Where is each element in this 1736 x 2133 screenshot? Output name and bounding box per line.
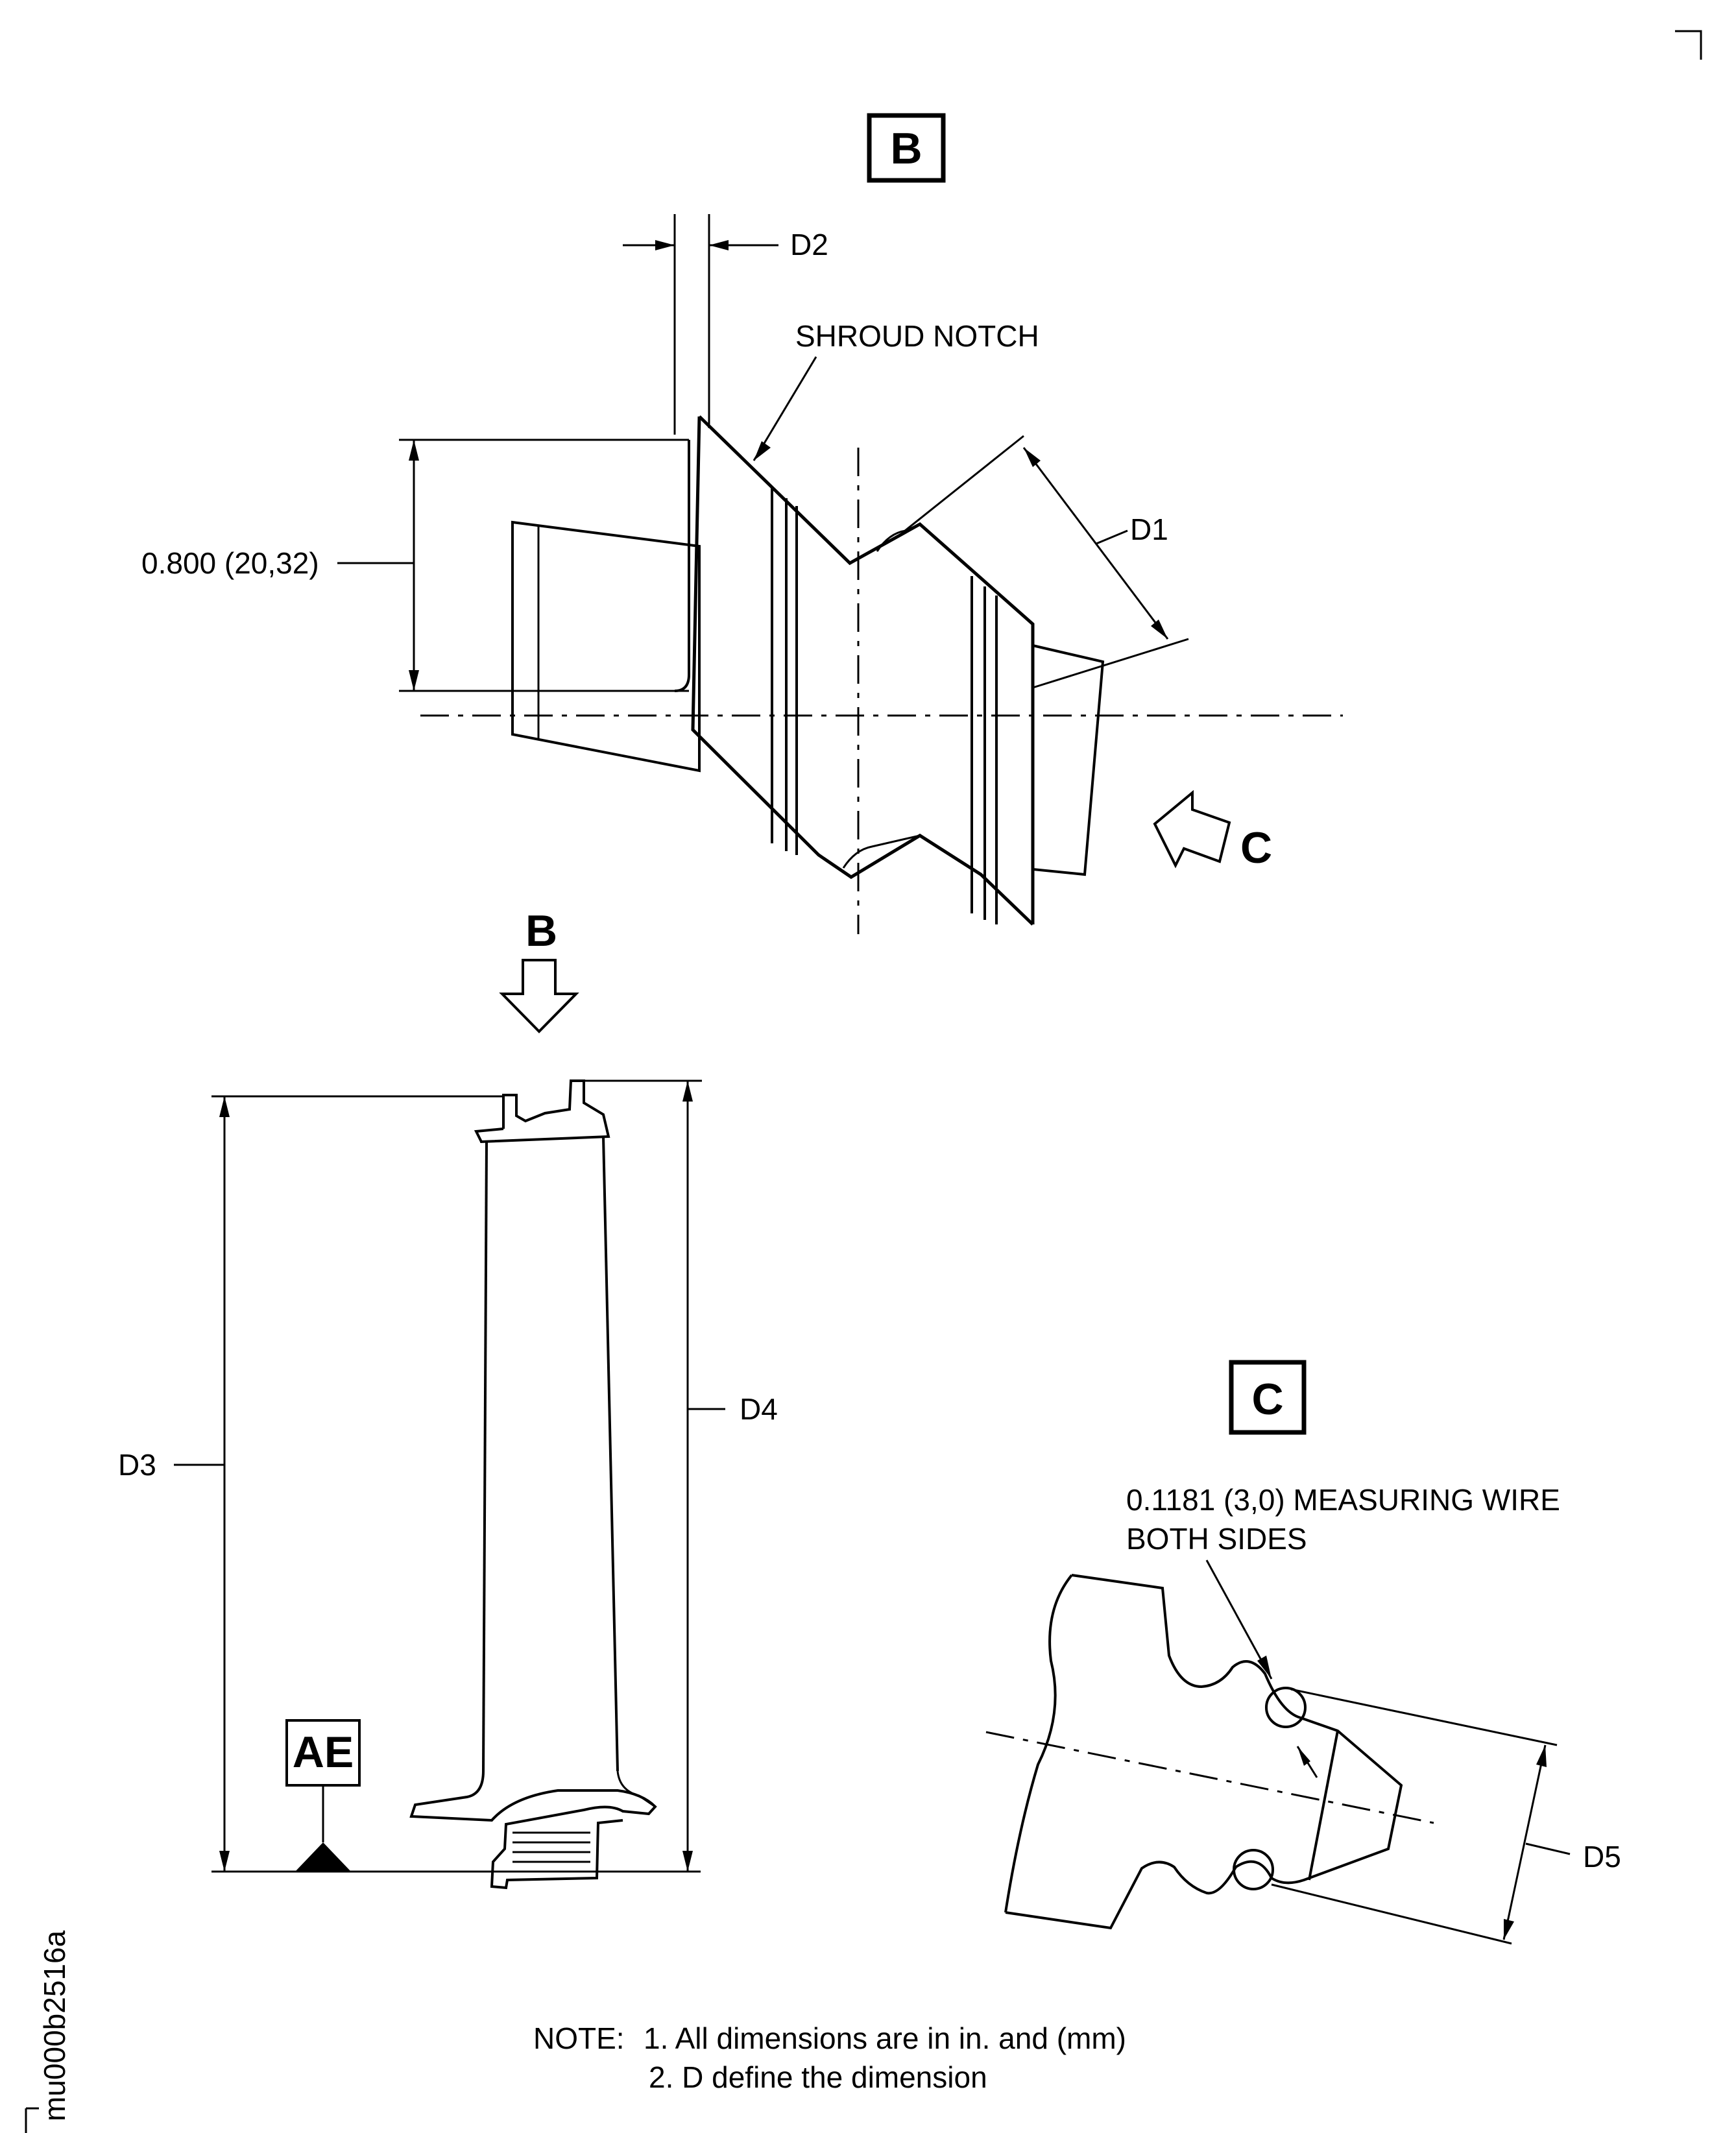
dim-d2-label: D2 [790,228,828,261]
measuring-wire-lower [1233,1849,1274,1890]
dim-shroud-height-label: 0.800 (20,32) [141,546,319,580]
dim-d5-label: D5 [1583,1840,1621,1874]
view-b-arrow [499,959,579,1033]
view-c-arrow [1153,789,1231,869]
view-c-label-box [1229,1360,1307,1435]
note-heading: NOTE: [533,2021,625,2055]
view-b-label: B [890,124,922,173]
view-c-label: C [1251,1375,1283,1424]
view-b-arrow-label: B [525,906,557,956]
dim-d3-label: D3 [118,1448,156,1482]
measuring-wire-label-2: BOTH SIDES [1126,1522,1307,1556]
view-b: B D2 SHROUD NOTCH 0.800 (20,32) [141,113,1343,934]
view-c-arrow-label: C [1240,823,1272,873]
notes: NOTE: 1. All dimensions are in in. and (… [533,2021,1126,2094]
datum-box [285,1719,361,1787]
corner-mark [1675,30,1702,60]
datum-label: AE [293,1728,354,1777]
datum-triangle [295,1842,351,1872]
dim-d4-label: D4 [740,1392,778,1426]
note-line-2: 2. D define the dimension [649,2060,987,2094]
shroud-notch-label: SHROUD NOTCH [795,319,1039,353]
blade-elevation: B D3 D4 AE [118,906,778,1890]
view-b-label-box [867,113,946,183]
measuring-wire-upper [1265,1687,1307,1728]
view-c: C 0.1181 (3,0) MEASURING WIRE BOTH SIDES… [985,1360,1621,1945]
measuring-wire-label-1: 0.1181 (3,0) MEASURING WIRE [1126,1483,1560,1517]
note-line-1: 1. All dimensions are in in. and (mm) [644,2021,1126,2055]
dim-d1-label: D1 [1130,512,1168,546]
figure-id: mu000b2516a [38,1930,71,2121]
